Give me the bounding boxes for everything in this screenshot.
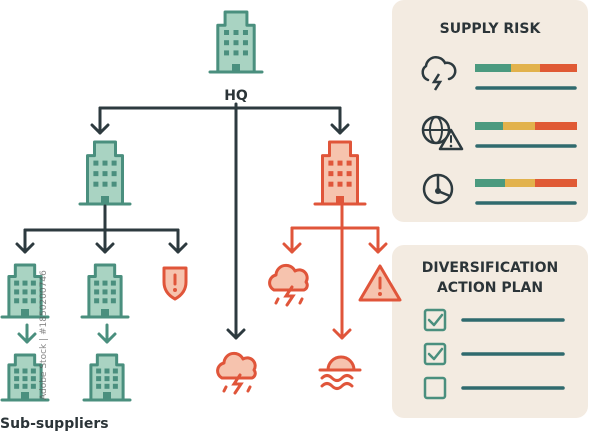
flood-sun-icon: [318, 355, 362, 390]
action-item-3: [423, 376, 565, 400]
risk-bar-high: [540, 64, 577, 72]
risk-row-1: [475, 64, 577, 90]
risk-storm-icon: [268, 263, 309, 307]
action-plan-title-1: DIVERSIFICATION: [422, 260, 558, 276]
globe-warning-icon: [421, 115, 464, 151]
svg-text:Adobe Stock | #1850200746: Adobe Stock | #1850200746: [39, 270, 49, 400]
watermark: Adobe Stock | #1850200746: [39, 270, 49, 400]
checkbox-checked-icon[interactable]: [423, 342, 447, 366]
hq-storm-icon: [216, 351, 257, 395]
sub-3-building: [0, 353, 50, 402]
right-branch-line: [290, 204, 380, 230]
risk-bar-high: [535, 179, 577, 187]
tier1-right-building: [313, 140, 367, 206]
risk-row-3: [475, 179, 577, 205]
arrow-sub-2: [95, 228, 115, 254]
arrow-risk-warning: [368, 226, 388, 254]
hq-building: [208, 10, 264, 74]
arrow-to-right: [330, 106, 350, 135]
risk-bar-medium: [511, 64, 542, 72]
action-plan-panel: [392, 245, 588, 418]
supply-risk-title: SUPPLY RISK: [440, 21, 542, 37]
storm-cloud-icon: [421, 56, 457, 91]
pie-clock-icon: [422, 173, 454, 205]
action-item-1: [423, 308, 565, 332]
risk-row-2: [475, 122, 577, 148]
risk-warning-icon: [358, 264, 402, 302]
sub-2-building: [80, 263, 130, 319]
hq-label: HQ: [224, 88, 248, 104]
arrow-to-left: [90, 106, 110, 135]
sub-1-building: [0, 263, 50, 319]
action-item-2: [423, 342, 565, 366]
risk-bar-low: [475, 64, 513, 72]
arrow-sub-1: [15, 228, 35, 254]
action-plan-title-2: ACTION PLAN: [437, 280, 543, 296]
hq-trunk-arrow: [226, 102, 246, 340]
risk-bar-medium: [505, 179, 537, 187]
shield-alert-icon: [162, 266, 188, 301]
left-branch-line: [23, 204, 180, 232]
risk-bar-low: [475, 122, 505, 130]
sub-4-building: [82, 353, 132, 402]
risk-bar-high: [535, 122, 577, 130]
checkbox-empty-icon[interactable]: [423, 376, 447, 400]
arrow-risk-storm: [282, 226, 302, 254]
checkbox-checked-icon[interactable]: [423, 308, 447, 332]
supply-risk-panel: [392, 0, 588, 222]
arrow-sub-alert: [168, 228, 188, 254]
arrow-sub-4: [97, 323, 117, 344]
sub-suppliers-label: Sub-suppliers: [0, 416, 109, 432]
arrow-sub-3: [17, 323, 37, 344]
arrow-flood: [332, 226, 352, 340]
tier1-left-building: [78, 140, 132, 206]
risk-bar-low: [475, 179, 507, 187]
risk-bar-medium: [503, 122, 537, 130]
